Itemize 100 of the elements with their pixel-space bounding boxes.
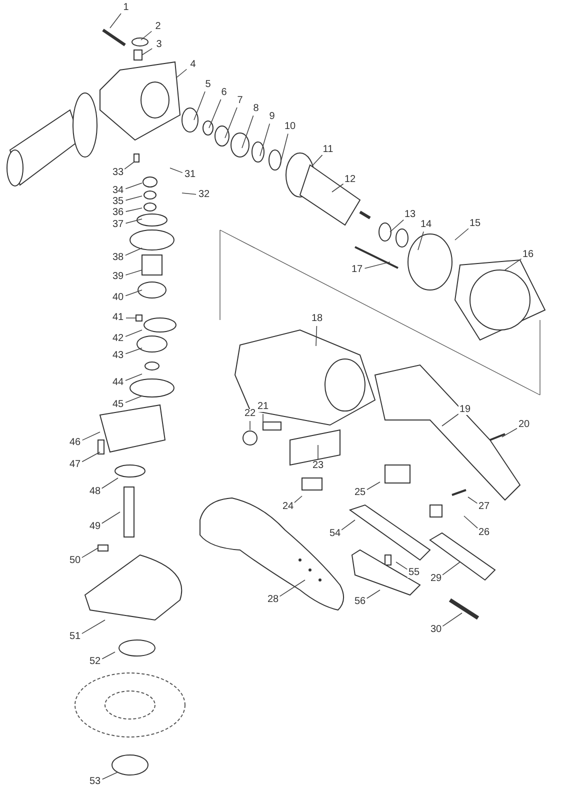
leader-line (125, 374, 142, 381)
leader-line (279, 580, 306, 597)
callout-number: 32 (197, 190, 211, 200)
callout-number: 43 (111, 351, 125, 361)
callout-number: 53 (88, 777, 102, 787)
callout-number: 3 (155, 40, 163, 50)
leader-line (332, 183, 344, 192)
leader-line (101, 478, 118, 489)
leader-line (504, 258, 522, 270)
callout-number: 36 (111, 208, 125, 218)
callout-number: 37 (111, 220, 125, 230)
leader-line (125, 182, 142, 190)
leader-line (194, 91, 206, 120)
leader-line (82, 452, 100, 462)
callout-number: 40 (111, 293, 125, 303)
leader-line (418, 231, 424, 250)
callout-number: 34 (111, 186, 125, 196)
callout-number: 14 (419, 220, 433, 230)
leader-line (102, 652, 116, 660)
callout-number: 10 (283, 122, 297, 132)
leader-line (182, 192, 196, 195)
callout-number: 51 (68, 632, 82, 642)
leader-line (442, 414, 459, 426)
callout-number: 2 (154, 22, 162, 32)
callout-number: 41 (111, 313, 125, 323)
leader-line (142, 48, 152, 56)
leader-line (442, 562, 460, 576)
leader-line (82, 620, 106, 634)
leader-line (396, 562, 408, 570)
leader-line (140, 30, 152, 40)
callout-number: 56 (353, 597, 367, 607)
leader-line (364, 262, 390, 269)
leader-line (464, 516, 478, 529)
leader-line (312, 154, 323, 166)
callout-number: 28 (266, 595, 280, 605)
callout-number: 38 (111, 253, 125, 263)
leader-line (125, 330, 142, 337)
callout-number: 21 (256, 402, 270, 412)
callout-number: 46 (68, 438, 82, 448)
callout-number: 8 (252, 104, 260, 114)
leader-line (125, 396, 142, 403)
leader-line (366, 482, 380, 490)
leader-line (82, 548, 98, 558)
callout-number: 26 (477, 528, 491, 538)
callout-number: 1 (122, 3, 130, 13)
callout-number: 27 (477, 502, 491, 512)
leader-line (102, 772, 118, 780)
leader-line (125, 208, 142, 212)
callout-number: 52 (88, 657, 102, 667)
leader-line (125, 196, 142, 201)
leader-line (442, 612, 462, 627)
callout-number: 5 (204, 80, 212, 90)
callout-number: 33 (111, 168, 125, 178)
leader-line (176, 68, 188, 78)
leader-line (124, 162, 134, 170)
callout-number: 31 (183, 170, 197, 180)
callout-number: 16 (521, 250, 535, 260)
leader-line (125, 348, 142, 354)
leader-line (170, 168, 183, 174)
callout-number: 19 (458, 405, 472, 415)
callout-number: 35 (111, 197, 125, 207)
leader-line (125, 218, 142, 224)
leader-line (390, 219, 404, 232)
leader-line (124, 248, 142, 256)
leader-line (262, 414, 264, 424)
leader-line (125, 290, 142, 296)
leader-line (468, 496, 478, 504)
callout-number: 15 (468, 219, 482, 229)
callout-number: 48 (88, 487, 102, 497)
leader-line (454, 228, 470, 240)
callout-number: 24 (281, 502, 295, 512)
callout-number: 7 (236, 96, 244, 106)
leader-line (260, 123, 270, 156)
leader-line (242, 115, 254, 148)
callout-number: 6 (220, 88, 228, 98)
leader-line (101, 512, 120, 524)
callout-number: 13 (403, 210, 417, 220)
leader-line (208, 99, 222, 128)
leader-line (224, 107, 238, 138)
leader-line (110, 13, 122, 28)
leader-line (82, 432, 100, 441)
leader-line (366, 590, 380, 599)
callout-number: 50 (68, 556, 82, 566)
callout-number: 22 (243, 409, 257, 419)
callout-number: 55 (407, 568, 421, 578)
callout-number: 54 (328, 529, 342, 539)
callout-number: 17 (350, 265, 364, 275)
leader-line (502, 428, 518, 438)
leader-line (125, 270, 142, 276)
callout-number: 45 (111, 400, 125, 410)
callout-number: 23 (311, 461, 325, 471)
callout-number: 42 (111, 334, 125, 344)
callout-number: 11 (322, 145, 334, 155)
callout-number: 9 (268, 112, 276, 122)
callout-number: 4 (189, 60, 197, 70)
callout-number: 49 (88, 522, 102, 532)
callout-number: 29 (429, 574, 443, 584)
callout-number: 39 (111, 272, 125, 282)
callout-number: 25 (353, 488, 367, 498)
leader-line (280, 133, 288, 166)
